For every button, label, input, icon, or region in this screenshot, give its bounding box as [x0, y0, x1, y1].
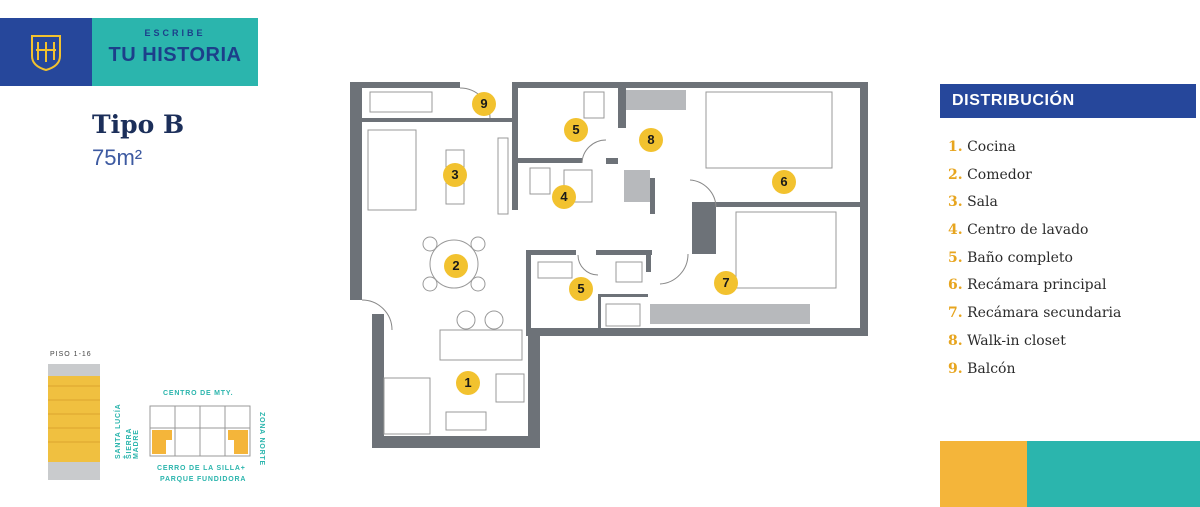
- unit-type-title: Tipo B: [92, 110, 185, 139]
- item-label: Recámara principal: [967, 277, 1107, 294]
- orientation-floor-diagram: [148, 404, 252, 458]
- plan-marker-centro-lavado: 4: [552, 185, 576, 209]
- item-label: Balcón: [967, 360, 1016, 377]
- list-item: 2. Comedor: [948, 167, 1121, 195]
- item-label: Baño completo: [967, 249, 1073, 266]
- item-label: Comedor: [967, 166, 1032, 183]
- decorative-block-yellow: [940, 441, 1027, 507]
- item-number: 6.: [948, 277, 963, 294]
- item-number: 9.: [948, 360, 963, 377]
- plan-marker-sala: 3: [443, 163, 467, 187]
- item-number: 2.: [948, 166, 963, 183]
- tower-illustration: [44, 362, 104, 484]
- list-item: 6. Recámara principal: [948, 277, 1121, 305]
- item-label: Centro de lavado: [967, 222, 1089, 239]
- floors-label: PISO 1-16: [50, 351, 92, 358]
- plan-marker-comedor: 2: [444, 254, 468, 278]
- brand-logo: ESCRIBE TU HISTORIA: [0, 18, 258, 86]
- item-number: 8.: [948, 332, 963, 349]
- list-item: 5. Baño completo: [948, 250, 1121, 278]
- list-item: 1. Cocina: [948, 139, 1121, 167]
- floor-plan-drawing: [350, 82, 868, 448]
- item-number: 3.: [948, 194, 963, 211]
- logo-title: TU HISTORIA: [108, 44, 242, 66]
- floor-plan: 9 5 8 3 4 6 2 5 7 1: [350, 78, 870, 450]
- item-label: Recámara secundaria: [967, 305, 1122, 322]
- list-item: 4. Centro de lavado: [948, 222, 1121, 250]
- plan-marker-balcon: 9: [472, 92, 496, 116]
- logo-wordmark: ESCRIBE TU HISTORIA: [92, 18, 258, 86]
- distribution-list: 1. Cocina 2. Comedor 3. Sala 4. Centro d…: [948, 139, 1121, 388]
- list-item: 7. Recámara secundaria: [948, 305, 1121, 333]
- list-item: 3. Sala: [948, 194, 1121, 222]
- plan-marker-bano-2: 5: [569, 277, 593, 301]
- item-number: 5.: [948, 249, 963, 266]
- orientation-south-label-1: CERRO DE LA SILLA+: [157, 465, 246, 472]
- orientation-south-label-2: PARQUE FUNDIDORA: [160, 476, 247, 483]
- item-label: Cocina: [967, 139, 1016, 155]
- item-number: 7.: [948, 305, 963, 322]
- plan-marker-recamara-principal: 6: [772, 170, 796, 194]
- list-item: 8. Walk-in closet: [948, 333, 1121, 361]
- plan-marker-recamara-secundaria: 7: [714, 271, 738, 295]
- item-label: Sala: [967, 194, 998, 211]
- plan-marker-walk-in-closet: 8: [639, 128, 663, 152]
- building-crest-icon: [0, 18, 92, 86]
- plan-marker-cocina: 1: [456, 371, 480, 395]
- decorative-block-teal: [1027, 441, 1200, 507]
- plan-marker-bano-1: 5: [564, 118, 588, 142]
- list-item: 9. Balcón: [948, 361, 1121, 389]
- item-label: Walk-in closet: [967, 332, 1066, 349]
- orientation-west-label-2: SIERRA MADRE: [126, 428, 140, 459]
- distribution-header: DISTRIBUCIÓN: [940, 84, 1196, 118]
- orientation-east-label: ZONA NORTE: [258, 412, 265, 467]
- orientation-north-label: CENTRO DE MTY.: [163, 390, 234, 397]
- logo-tagline: ESCRIBE: [144, 28, 206, 38]
- distribution-title: DISTRIBUCIÓN: [952, 92, 1075, 109]
- item-number: 4.: [948, 222, 963, 239]
- unit-area: 75m²: [92, 145, 143, 170]
- item-number: 1.: [948, 139, 963, 155]
